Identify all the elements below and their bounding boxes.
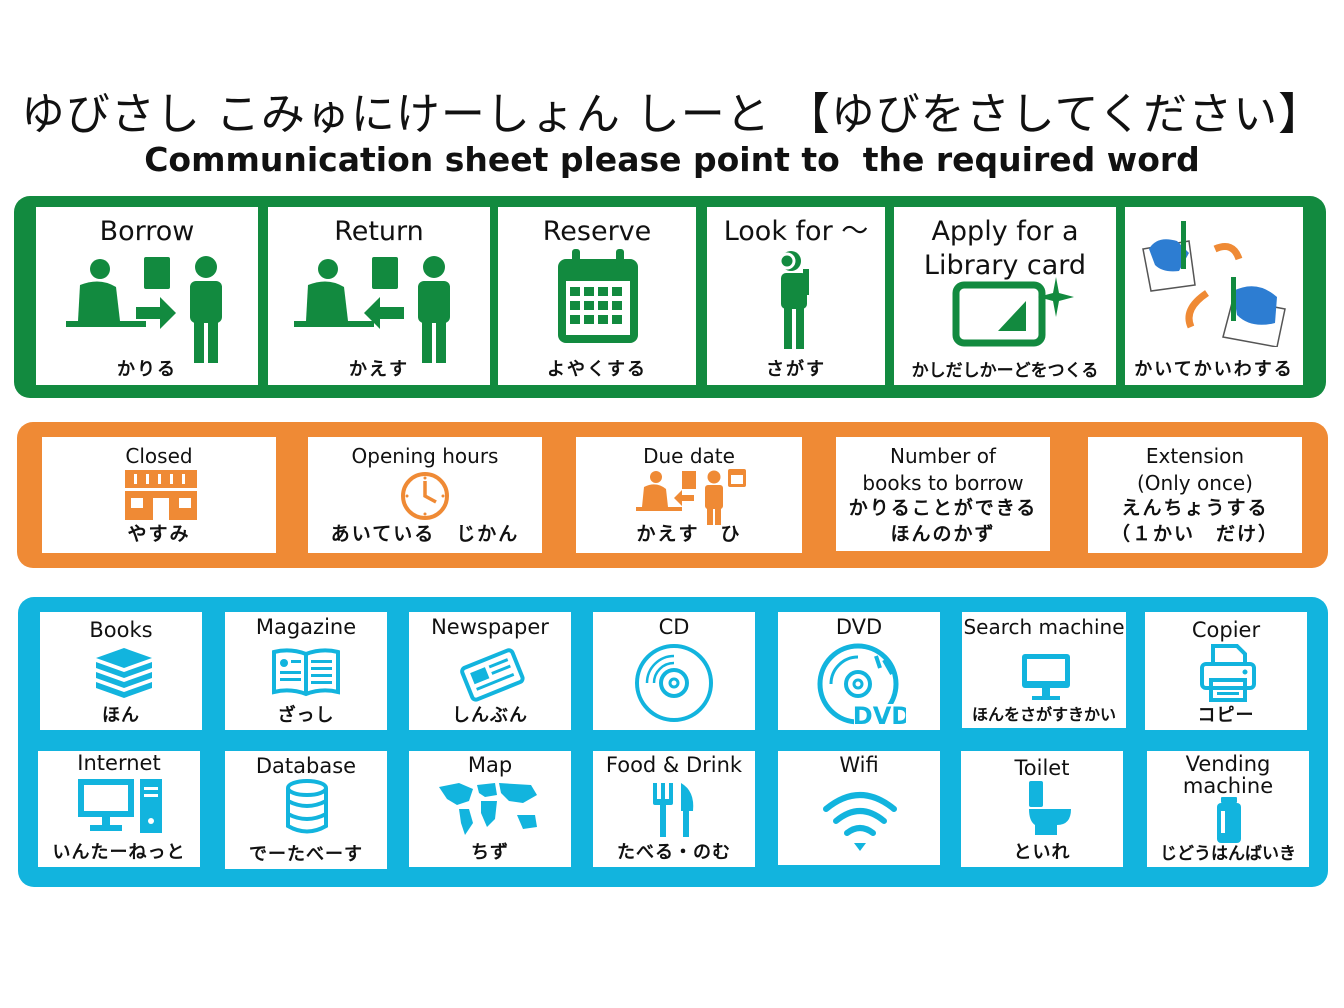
card-dvd[interactable]: DVD DVD xyxy=(778,612,940,730)
card-label: CD xyxy=(658,615,690,639)
card-label: Borrow xyxy=(99,216,195,247)
card-label: Toilet xyxy=(1014,756,1070,780)
borrow-icon xyxy=(66,256,222,363)
card-wifi[interactable]: Wifi xyxy=(778,751,940,865)
card-number-of-books[interactable]: Number of books to borrow かりることができる ほんのか… xyxy=(836,437,1050,551)
card-label: Internet xyxy=(77,751,161,775)
card-reading: かえす xyxy=(349,359,409,380)
card-label: Due date xyxy=(643,444,735,468)
due-date-icon xyxy=(636,469,746,525)
card-reading: かいてかいわする xyxy=(1134,359,1294,380)
card-label: Magazine xyxy=(255,615,357,639)
card-reading: ほん xyxy=(102,705,140,726)
writing-conversation-icon xyxy=(1142,221,1286,347)
books-icon xyxy=(96,648,152,698)
card-food-drink[interactable]: Food & Drink たべる・のむ xyxy=(593,751,755,867)
card-label: Newspaper xyxy=(431,615,549,639)
card-copier[interactable]: Copier コピー xyxy=(1145,612,1307,730)
card-reading: コピー xyxy=(1197,705,1255,726)
card-reading: ちず xyxy=(471,842,509,863)
world-map-icon xyxy=(439,783,537,835)
wifi-icon xyxy=(823,792,897,851)
card-newspaper[interactable]: Newspaper しんぶん xyxy=(409,612,571,730)
card-borrow[interactable]: Borrow かりる xyxy=(36,207,258,385)
calendar-icon xyxy=(558,249,638,343)
card-internet[interactable]: Internet いんたーねっと xyxy=(38,751,200,867)
toilet-icon xyxy=(1029,781,1071,835)
card-reading: あいている じかん xyxy=(330,523,520,545)
card-label: Database xyxy=(255,754,357,778)
return-icon xyxy=(294,256,450,363)
card-label: Vending machine xyxy=(1182,752,1274,798)
copier-icon xyxy=(1200,644,1256,702)
card-reading: かしだしかーどをつくる xyxy=(911,361,1099,381)
card-map[interactable]: Map ちず xyxy=(409,751,571,867)
card-reading: よやくする xyxy=(547,359,647,380)
card-due-date[interactable]: Due date かえす ひ xyxy=(576,437,802,553)
page-title-english: Communication sheet please point to the … xyxy=(144,140,1200,179)
newspaper-icon xyxy=(460,648,525,702)
cd-icon xyxy=(635,644,713,722)
card-label: Look for ～ xyxy=(723,216,869,247)
card-write-conversation[interactable]: かいてかいわする xyxy=(1125,207,1303,385)
dvd-icon: DVD xyxy=(817,643,906,728)
card-label: Wifi xyxy=(839,753,879,777)
card-search-machine[interactable]: Search machine ほんをさがすきかい xyxy=(962,612,1126,728)
card-cd[interactable]: CD xyxy=(593,612,755,730)
closed-building-icon xyxy=(125,470,197,520)
dvd-logo-text: DVD xyxy=(853,702,906,728)
card-label: Books xyxy=(89,618,153,642)
card-reading: かりる xyxy=(117,359,177,380)
page-title-japanese: ゆびさし こみゅにけーしょん しーと 【ゆびをさしてください】 xyxy=(20,89,1324,140)
card-toilet[interactable]: Toilet といれ xyxy=(961,751,1123,867)
searching-person-icon xyxy=(778,251,809,349)
card-opening-hours[interactable]: Opening hours あいている じかん xyxy=(308,437,542,553)
card-label: DVD xyxy=(835,615,883,639)
card-reading: えんちょうする （１かい だけ） xyxy=(1110,497,1279,545)
card-reading: といれ xyxy=(1013,842,1071,863)
card-return[interactable]: Return かえす xyxy=(268,207,490,385)
card-label: Apply for a Library card xyxy=(923,216,1087,281)
card-reading: でーたべーす xyxy=(249,844,363,865)
card-reading: いんたーねっと xyxy=(52,842,186,863)
card-label: Map xyxy=(467,753,513,777)
library-card-icon xyxy=(952,277,1074,347)
card-extension[interactable]: Extension (Only once) えんちょうする （１かい だけ） xyxy=(1088,437,1302,553)
card-look-for[interactable]: Look for ～ さがす xyxy=(707,207,885,385)
computer-icon xyxy=(78,779,162,833)
card-vending-machine[interactable]: Vending machine じどうはんばいき xyxy=(1147,751,1309,867)
card-magazine[interactable]: Magazine ざっし xyxy=(225,612,387,730)
card-label: Opening hours xyxy=(351,444,499,468)
card-reserve[interactable]: Reserve よやくする xyxy=(498,207,696,385)
card-reading: やすみ xyxy=(127,523,191,545)
vending-machine-icon xyxy=(1217,797,1241,843)
card-library-card[interactable]: Apply for a Library card かしだしかーどをつくる xyxy=(894,207,1116,385)
clock-icon xyxy=(401,472,449,520)
card-reading: ざっし xyxy=(277,705,335,726)
card-label: Closed xyxy=(125,444,193,468)
magazine-icon xyxy=(272,648,340,697)
card-reading: さがす xyxy=(766,359,826,380)
fork-knife-icon xyxy=(653,783,694,837)
card-label: Copier xyxy=(1191,618,1261,642)
card-label: Food & Drink xyxy=(605,753,743,777)
card-label: Reserve xyxy=(542,216,652,247)
card-reading: ほんをさがすきかい xyxy=(971,705,1116,724)
database-icon xyxy=(286,779,328,834)
card-reading: しんぶん xyxy=(452,705,528,726)
card-books[interactable]: Books ほん xyxy=(40,612,202,730)
card-closed[interactable]: Closed やすみ xyxy=(42,437,276,553)
card-label: Search machine xyxy=(963,615,1125,639)
monitor-icon xyxy=(1022,654,1070,700)
card-label: Return xyxy=(334,216,424,247)
card-reading: かえす ひ xyxy=(636,523,742,545)
card-reading: じどうはんばいき xyxy=(1160,844,1296,864)
card-reading: かりることができる ほんのかず xyxy=(848,497,1038,545)
card-label: Number of books to borrow xyxy=(862,444,1024,495)
card-reading: たべる・のむ xyxy=(617,842,731,863)
card-label: Extension (Only once) xyxy=(1137,444,1253,495)
card-database[interactable]: Database でーたべーす xyxy=(225,751,387,869)
